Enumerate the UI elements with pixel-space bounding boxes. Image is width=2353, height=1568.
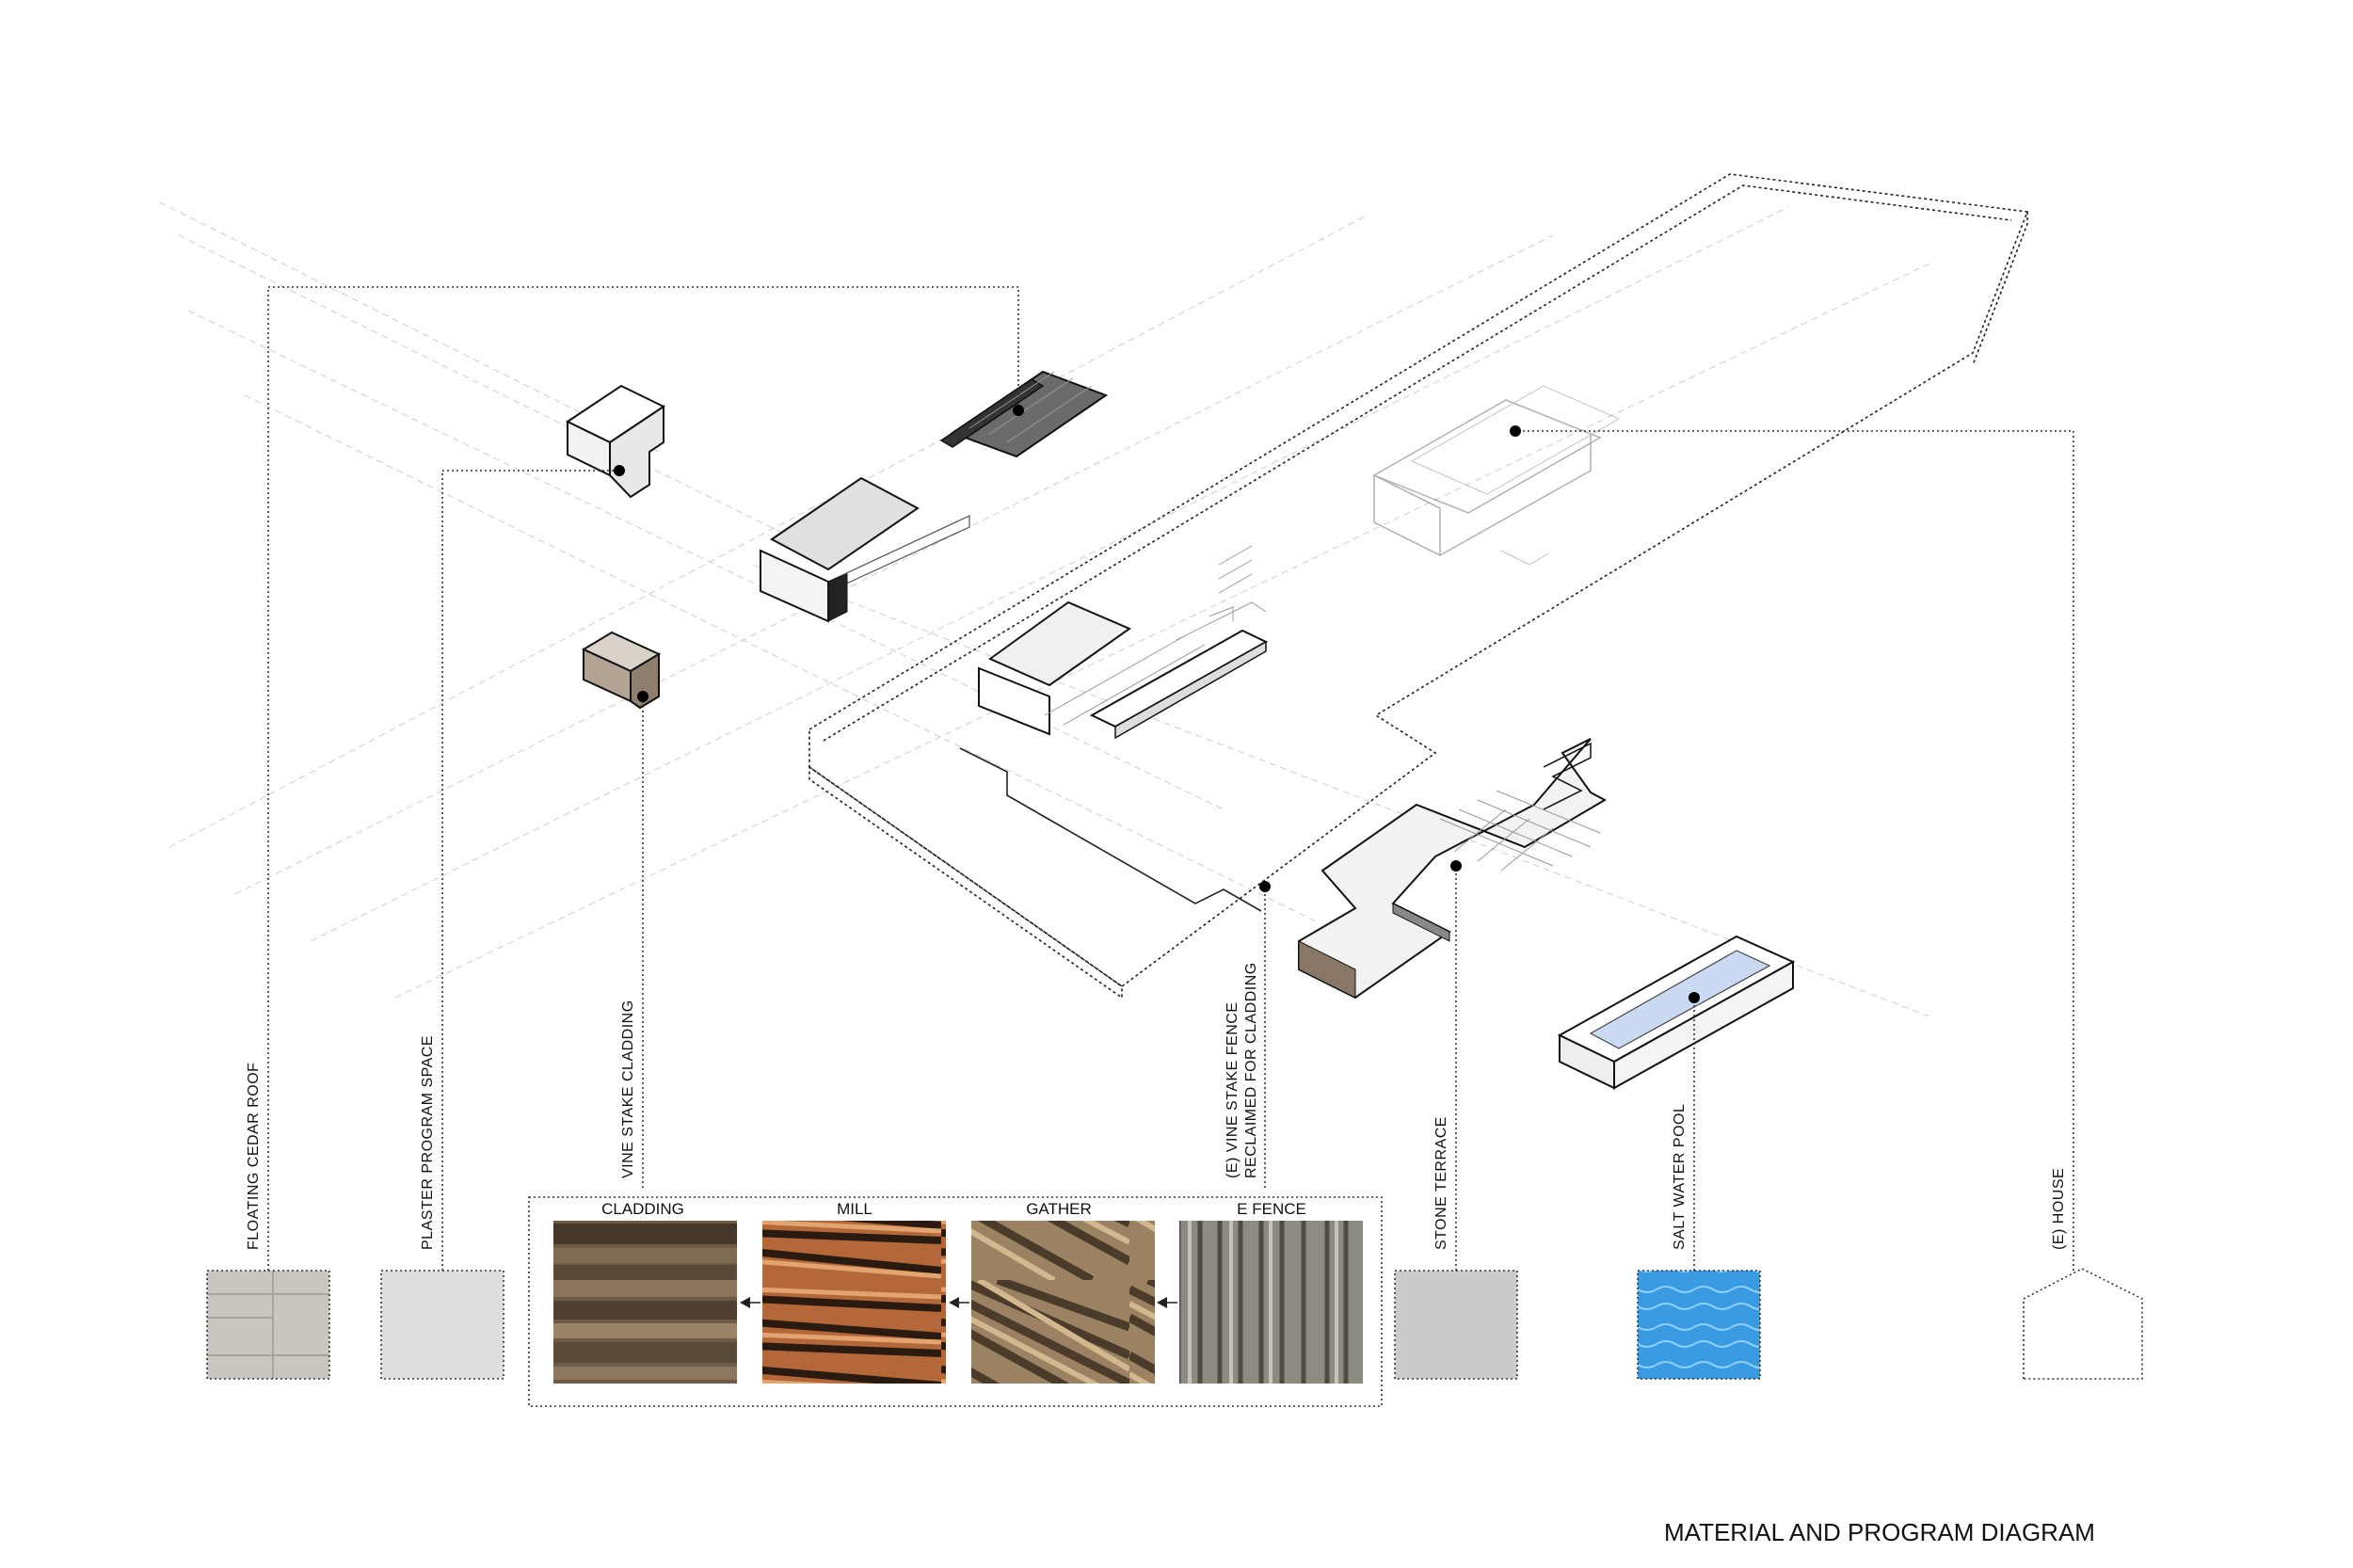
label-vine-stake-fence-line2: RECLAIMED FOR CLADDING <box>1243 962 1259 1178</box>
label-plaster-program-space: PLASTER PROGRAM SPACE <box>420 1035 436 1250</box>
diagram-title: MATERIAL AND PROGRAM DIAGRAM <box>1664 1518 2095 1546</box>
pool-model <box>1557 935 1796 1090</box>
site-boundary <box>808 173 2029 1000</box>
process-label-e-fence: E FENCE <box>1237 1200 1306 1218</box>
swatch-cedar <box>206 1270 330 1380</box>
label-floating-cedar-roof: FLOATING CEDAR ROOF <box>246 1063 262 1250</box>
main-building-model <box>959 545 1269 912</box>
dot-pool <box>1689 992 1700 1003</box>
photo-e-fence <box>1179 1221 1363 1384</box>
dot-terrace <box>1450 860 1462 872</box>
arrow-left-icon <box>1157 1297 1177 1308</box>
swatch-stone <box>1394 1270 1518 1380</box>
ghost-construction-lines <box>159 201 1930 1017</box>
photo-mill <box>762 1221 946 1384</box>
pavilion-model <box>760 476 970 623</box>
arrow-left-icon <box>740 1297 760 1308</box>
label-stone-terrace: STONE TERRACE <box>1433 1116 1449 1250</box>
stone-terrace-model <box>1298 738 1608 1000</box>
label-house: (E) HOUSE <box>2051 1168 2067 1250</box>
process-label-mill: MILL <box>837 1200 872 1218</box>
process-label-cladding: CLADDING <box>601 1200 684 1218</box>
vine-stake-cladding-model <box>581 631 662 710</box>
photo-gather <box>971 1221 1155 1384</box>
dot-fence <box>1259 881 1271 892</box>
existing-house-model <box>1372 385 1621 566</box>
cedar-roof-model <box>939 370 1109 458</box>
dot-house <box>1510 425 1521 437</box>
leader-lines <box>267 286 2074 1271</box>
process-label-gather: GATHER <box>1026 1200 1092 1218</box>
arrow-left-icon <box>949 1297 969 1308</box>
dot-plaster <box>614 465 625 476</box>
leader-house <box>1515 430 2074 1271</box>
vertical-labels: FLOATING CEDAR ROOF PLASTER PROGRAM SPAC… <box>246 962 2067 1250</box>
plaster-program-model <box>565 384 666 499</box>
photo-cladding <box>553 1221 737 1384</box>
leader-plaster <box>441 470 619 1271</box>
label-salt-water-pool: SALT WATER POOL <box>1672 1104 1688 1250</box>
material-swatches <box>206 1268 2143 1380</box>
label-vine-stake-cladding: VINE STAKE CLADDING <box>620 1000 636 1178</box>
swatch-plaster <box>380 1270 504 1380</box>
swatch-pool <box>1637 1270 1761 1380</box>
dot-cladding <box>637 691 648 702</box>
label-vine-stake-fence-line1: (E) VINE STAKE FENCE <box>1225 1001 1241 1178</box>
house-outline-icon <box>2023 1268 2143 1380</box>
process-box: CLADDING MILL GATHER E FENCE <box>528 1196 1383 1407</box>
leader-dots <box>614 405 1700 1003</box>
dot-cedar-roof <box>1013 405 1024 416</box>
